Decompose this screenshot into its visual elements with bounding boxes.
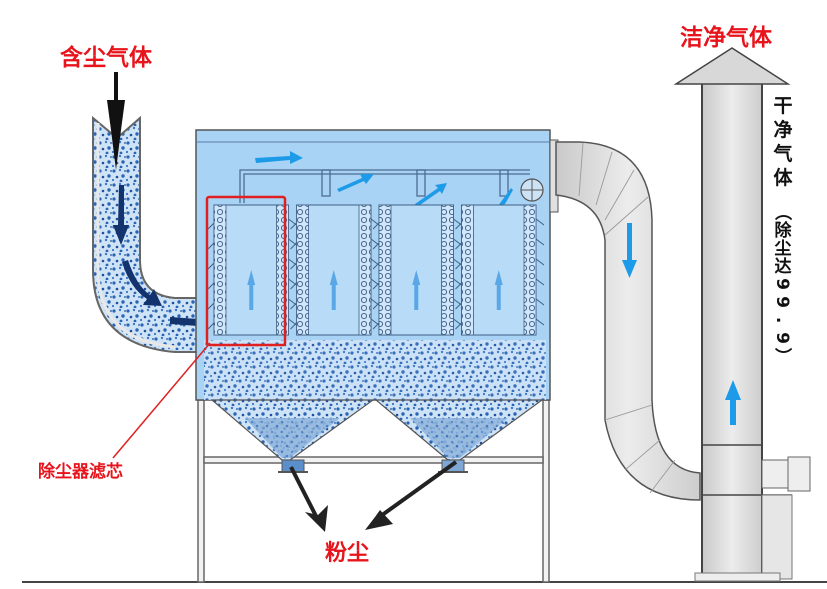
stack-flow-arrow-up (725, 380, 741, 425)
filter-mesh-left (378, 204, 392, 336)
vertical-char: 净 (773, 118, 792, 141)
dust-accumulation (204, 340, 546, 400)
filter-chambers (207, 204, 545, 336)
pulse-valve (520, 178, 544, 202)
vertical-char: ） (772, 348, 793, 365)
clean-air-up-arrow (329, 270, 338, 310)
outlet-duct (555, 141, 701, 501)
fan-outlet (761, 456, 811, 492)
top-flow-arrows (255, 151, 513, 207)
filter-mesh-right (523, 204, 537, 336)
outlet-label: 洁净气体 (680, 24, 773, 51)
filter-mesh-right (441, 204, 454, 336)
vertical-char: （ (772, 204, 793, 221)
filter-chamber (455, 204, 545, 336)
vertical-char: 干 (773, 95, 792, 117)
clean-air-up-arrow (412, 270, 421, 310)
filter-mesh-right (276, 204, 289, 336)
pulse-blow-pipe (239, 169, 530, 203)
exhaust-stack (673, 47, 793, 582)
hopper-right (374, 399, 544, 473)
vertical-char: 体 (773, 166, 793, 189)
vertical-char: 气 (772, 142, 792, 165)
filter-chamber (207, 204, 297, 336)
filter-chamber (372, 204, 462, 336)
filter-cartridge-leader (112, 342, 211, 459)
clean-air-up-arrow (247, 270, 256, 310)
duct-flow-arrow-down (622, 223, 637, 278)
filter-mesh-right (358, 204, 372, 336)
vertical-char: 尘 (775, 239, 792, 259)
dust-discharge-arrows (289, 460, 458, 532)
dust-label: 粉尘 (325, 541, 369, 566)
filter-mesh-left (461, 204, 474, 336)
filter-mesh-left (213, 204, 227, 336)
vertical-char: 除 (775, 220, 793, 241)
vertical-char: 9 (772, 278, 792, 290)
clean-air-up-arrow (494, 270, 503, 310)
vertical-char: . (772, 317, 792, 323)
filter-cartridge-highlight (205, 195, 287, 347)
filter-chamber (290, 204, 380, 336)
inlet-label: 含尘气体 (60, 44, 153, 71)
filter-mesh-left (296, 204, 309, 336)
vertical-char: 达 (775, 256, 792, 277)
vertical-char: 9 (772, 332, 792, 344)
vertical-char: 9 (772, 296, 792, 308)
inlet-arrow (107, 72, 125, 170)
filter-cartridge-label: 除尘器滤芯 (38, 461, 123, 482)
inlet-pipe (92, 115, 201, 353)
